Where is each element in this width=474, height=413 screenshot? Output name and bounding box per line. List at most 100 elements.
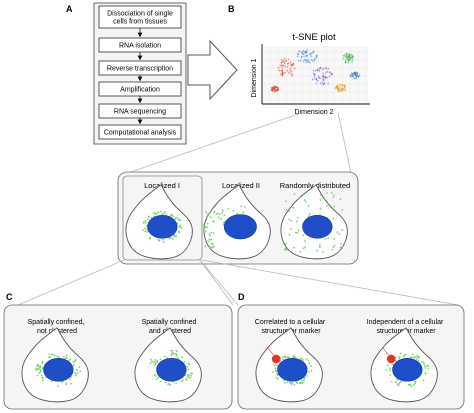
tsne-point: + <box>277 85 280 90</box>
rna-dot <box>293 193 296 196</box>
rna-dot <box>218 213 221 216</box>
localized-1-highlight <box>122 175 203 261</box>
nucleus <box>156 357 187 382</box>
tsne-point: + <box>348 54 351 59</box>
rna-dot <box>185 377 188 380</box>
tsne-point: + <box>343 83 346 88</box>
tsne-point: + <box>336 86 339 91</box>
tsne-point: + <box>349 74 352 79</box>
rna-dot <box>283 379 285 382</box>
rna-dot <box>142 221 145 223</box>
rna-dot <box>171 215 174 217</box>
tsne-point: + <box>304 57 307 62</box>
tsne-point: + <box>318 67 321 72</box>
rna-dot <box>191 372 194 375</box>
tsne-point: + <box>321 67 324 72</box>
tsne-point: + <box>285 59 288 64</box>
tsne-point: + <box>354 76 357 81</box>
rna-dot <box>300 379 303 382</box>
rna-dot <box>41 379 44 382</box>
rna-dot <box>316 249 319 252</box>
rna-dot <box>307 370 310 373</box>
rna-dot <box>35 369 38 371</box>
connector-line <box>199 259 239 306</box>
rna-dot <box>411 353 414 356</box>
rna-dot <box>391 363 394 366</box>
rna-dot <box>293 356 296 359</box>
tsne-point: + <box>281 69 284 74</box>
rna-dot <box>339 198 342 201</box>
rna-dot <box>36 368 39 371</box>
workflow-step-line: Amplification <box>120 87 160 94</box>
rna-dot <box>74 374 77 377</box>
tsne-point: + <box>316 53 319 58</box>
tsne-point: + <box>338 87 341 92</box>
rna-dot <box>155 378 158 381</box>
tsne-point: + <box>346 56 349 61</box>
rna-dot <box>211 242 213 245</box>
tsne-point: + <box>348 52 351 57</box>
tsne-point: + <box>297 59 300 64</box>
rna-dot <box>74 359 77 361</box>
tsne-point: + <box>341 83 344 88</box>
rna-dot <box>175 216 178 219</box>
bottom-cells <box>21 327 438 403</box>
rna-dots <box>272 355 313 386</box>
tsne-point: + <box>352 73 355 78</box>
tsne-point: + <box>312 71 315 76</box>
tsne-point: + <box>289 66 292 71</box>
rna-dot <box>217 216 220 219</box>
rna-dot <box>305 358 308 360</box>
rna-dot <box>210 231 213 234</box>
tsne-point: + <box>354 73 357 78</box>
rna-dot <box>70 382 72 385</box>
tsne-point: + <box>336 84 339 89</box>
tsne-point: + <box>291 72 294 77</box>
rna-dot <box>399 352 402 355</box>
nucleus <box>302 214 333 239</box>
rna-dot <box>160 210 162 213</box>
rna-dot <box>50 380 53 383</box>
tsne-point: + <box>284 70 287 75</box>
tsne-point: + <box>270 86 273 91</box>
rna-dot <box>288 210 290 212</box>
tsne-point: + <box>343 86 346 91</box>
tsne-point: + <box>280 63 283 68</box>
tsne-point: + <box>322 83 325 88</box>
rna-dot <box>302 234 305 237</box>
tsne-point: + <box>292 62 295 67</box>
rna-dot <box>39 370 42 373</box>
rna-dot <box>420 361 423 363</box>
rna-dot <box>61 381 64 383</box>
rna-dot <box>424 367 427 369</box>
tsne-point: + <box>305 58 308 63</box>
tsne-point: + <box>303 51 306 56</box>
rna-dot <box>223 214 226 217</box>
tsne-point: + <box>300 54 303 59</box>
tsne-point: + <box>277 87 280 92</box>
tsne-point: + <box>307 59 310 64</box>
rna-dot <box>389 367 391 370</box>
rna-dot <box>332 217 335 220</box>
tsne-point: + <box>345 57 348 62</box>
rna-dot <box>396 378 399 381</box>
marker-pointer <box>267 347 274 356</box>
rna-dot <box>49 355 51 358</box>
rna-dot <box>415 358 418 360</box>
tsne-point: + <box>327 81 330 86</box>
rna-dot <box>206 226 209 229</box>
rna-dot <box>54 354 56 357</box>
tsne-point: + <box>273 86 276 91</box>
tsne-point: + <box>313 57 316 62</box>
rna-dot <box>44 376 47 379</box>
rna-dot <box>284 382 286 384</box>
tsne-point: + <box>284 64 287 69</box>
tsne-point: + <box>350 71 353 76</box>
tsne-grid <box>262 46 368 104</box>
rna-dot <box>181 379 184 382</box>
rna-dot <box>232 210 235 213</box>
rna-dot <box>318 246 321 249</box>
rna-dot <box>57 356 60 359</box>
tsne-point: + <box>280 68 283 73</box>
rna-dot <box>154 358 157 361</box>
